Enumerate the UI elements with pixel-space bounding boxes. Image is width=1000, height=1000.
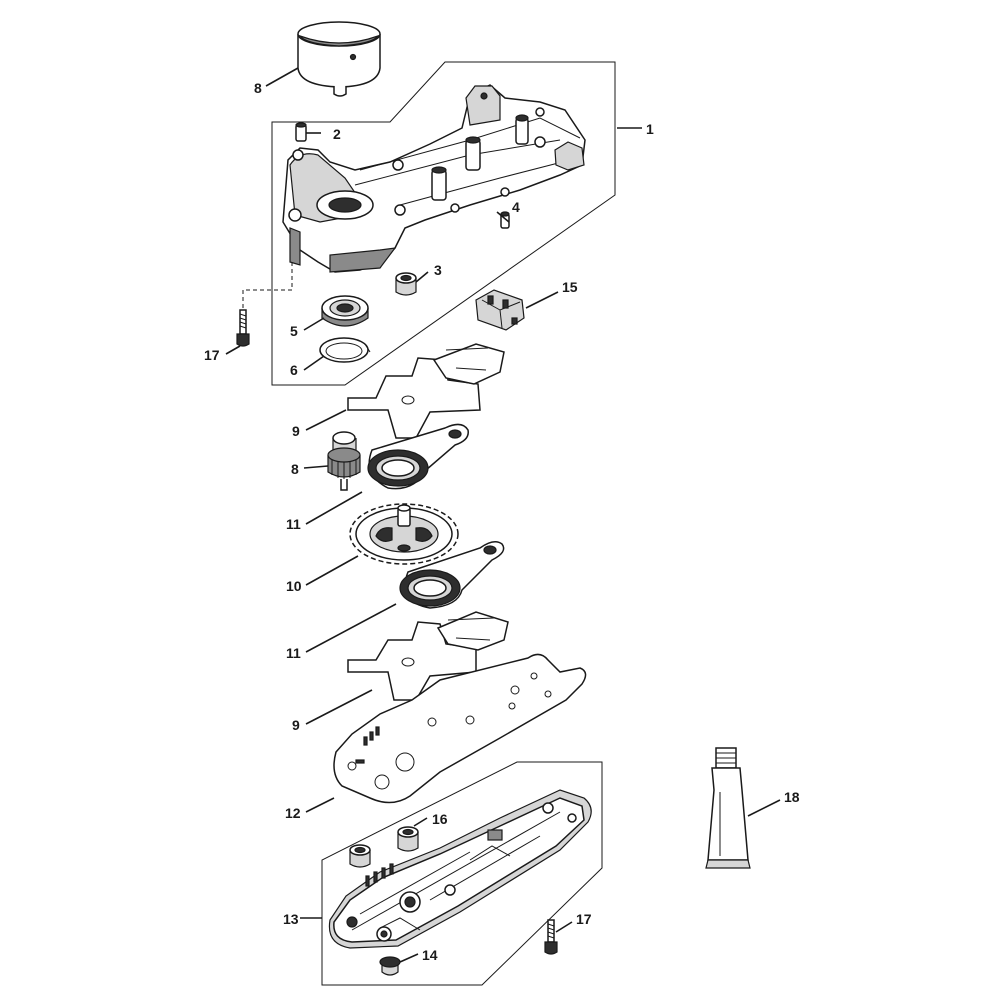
leader-lines: [225, 67, 781, 963]
part-11-connecting-rod-lower: [399, 541, 505, 609]
callout-16: 14: [422, 947, 438, 963]
callout-4: 4: [512, 199, 520, 215]
callout-17-top: 17: [204, 347, 220, 363]
part-17-screw-bottom: [544, 919, 558, 955]
callout-11-lower: 11: [286, 645, 301, 661]
callout-5: 5: [290, 323, 298, 339]
callout-7: 8: [254, 80, 262, 96]
part-7-cap: [297, 21, 381, 97]
part-10-gear-wheel: [349, 503, 459, 565]
callout-8: 8: [291, 461, 299, 477]
part-2-pin: [295, 122, 307, 142]
gear-housing-group-outline: [271, 61, 616, 386]
callout-18: 18: [784, 789, 800, 805]
callout-14: 13: [283, 911, 299, 927]
part-1-gear-housing: [242, 84, 586, 308]
part-5-ball-bearing: [321, 295, 369, 327]
callout-9-lower: 9: [292, 717, 300, 733]
gear-cover-group-outline: [321, 761, 603, 986]
callout-6: 6: [290, 362, 298, 378]
callout-12: 12: [285, 805, 301, 821]
callout-9-upper: 9: [292, 423, 300, 439]
part-13-clip: [475, 289, 525, 331]
part-17-screw-top: [236, 309, 250, 347]
part-15-bushing: [349, 826, 419, 868]
part-11-connecting-rod-upper: [367, 423, 469, 490]
callout-17-bottom: 17: [576, 911, 592, 927]
callout-2: 2: [333, 126, 341, 142]
part-16-plug: [379, 956, 401, 976]
callout-11-upper: 11: [286, 516, 301, 532]
part-8-pinion: [327, 431, 361, 491]
callout-13: 15: [562, 279, 578, 295]
part-9-plate-upper: [347, 343, 505, 439]
part-14-gear-cover: [328, 789, 592, 949]
part-18-grease-tube: [705, 747, 751, 869]
callout-3: 3: [434, 262, 442, 278]
callout-labels: 8 2 1 3 4 5 6 17 15 9 8 11 10 11 9 12 16…: [204, 80, 800, 963]
callout-1: 1: [646, 121, 654, 137]
part-12-guide-plate: [333, 653, 587, 804]
part-3-bushing: [395, 272, 417, 296]
part-9-plate-lower: [347, 611, 509, 701]
part-6-retaining-ring: [319, 337, 371, 363]
callout-10: 10: [286, 578, 302, 594]
callout-15: 16: [432, 811, 448, 827]
